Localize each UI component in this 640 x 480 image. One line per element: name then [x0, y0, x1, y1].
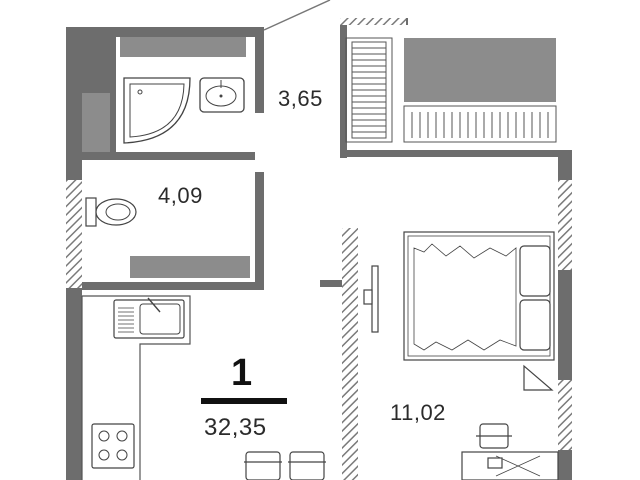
sink-icon	[199, 77, 245, 113]
kitchen-counter	[81, 295, 191, 480]
bed-icon	[403, 231, 555, 361]
wall-bath-right-lower	[255, 172, 264, 290]
window-balcony-top	[340, 18, 406, 25]
rooms-underline	[201, 398, 287, 404]
bedroom-area-label: 11,02	[390, 400, 446, 425]
radiator-icon	[345, 37, 557, 143]
stove-icon	[91, 423, 135, 469]
cabinet-bath-top	[120, 37, 246, 57]
desk-chair-icon	[461, 423, 559, 480]
tv-icon	[363, 265, 379, 333]
toilet-icon	[85, 197, 137, 227]
rooms-count: 1	[231, 352, 253, 394]
bathroom-area-label: 4,09	[158, 183, 203, 208]
cabinet-bath-left	[82, 93, 110, 152]
wall-bath-mid	[82, 152, 255, 160]
balcony-area-label: 3,65	[278, 86, 323, 111]
kitchen-sink-icon	[113, 297, 185, 339]
window-left	[66, 180, 82, 288]
wardrobe-balcony	[404, 38, 556, 102]
nightstand	[523, 364, 554, 391]
windows	[66, 18, 572, 480]
window-right-lower	[558, 380, 572, 450]
total-area-label: 32,35	[204, 414, 267, 441]
window-bedroom-wall	[342, 228, 358, 480]
wall-top-left	[66, 27, 262, 37]
dining-chair-icon	[244, 451, 326, 480]
wall-bath-right-upper	[255, 27, 264, 113]
wall-stub	[320, 280, 342, 287]
cabinet-bath-bottom	[130, 256, 250, 278]
wall-bath-bottom	[82, 282, 264, 290]
shower-icon	[123, 77, 191, 144]
cabinets	[82, 37, 556, 278]
wall-balcony-left	[340, 18, 347, 158]
balcony-edge	[263, 0, 331, 31]
wall-living-divider	[340, 150, 572, 157]
window-right	[558, 180, 572, 270]
